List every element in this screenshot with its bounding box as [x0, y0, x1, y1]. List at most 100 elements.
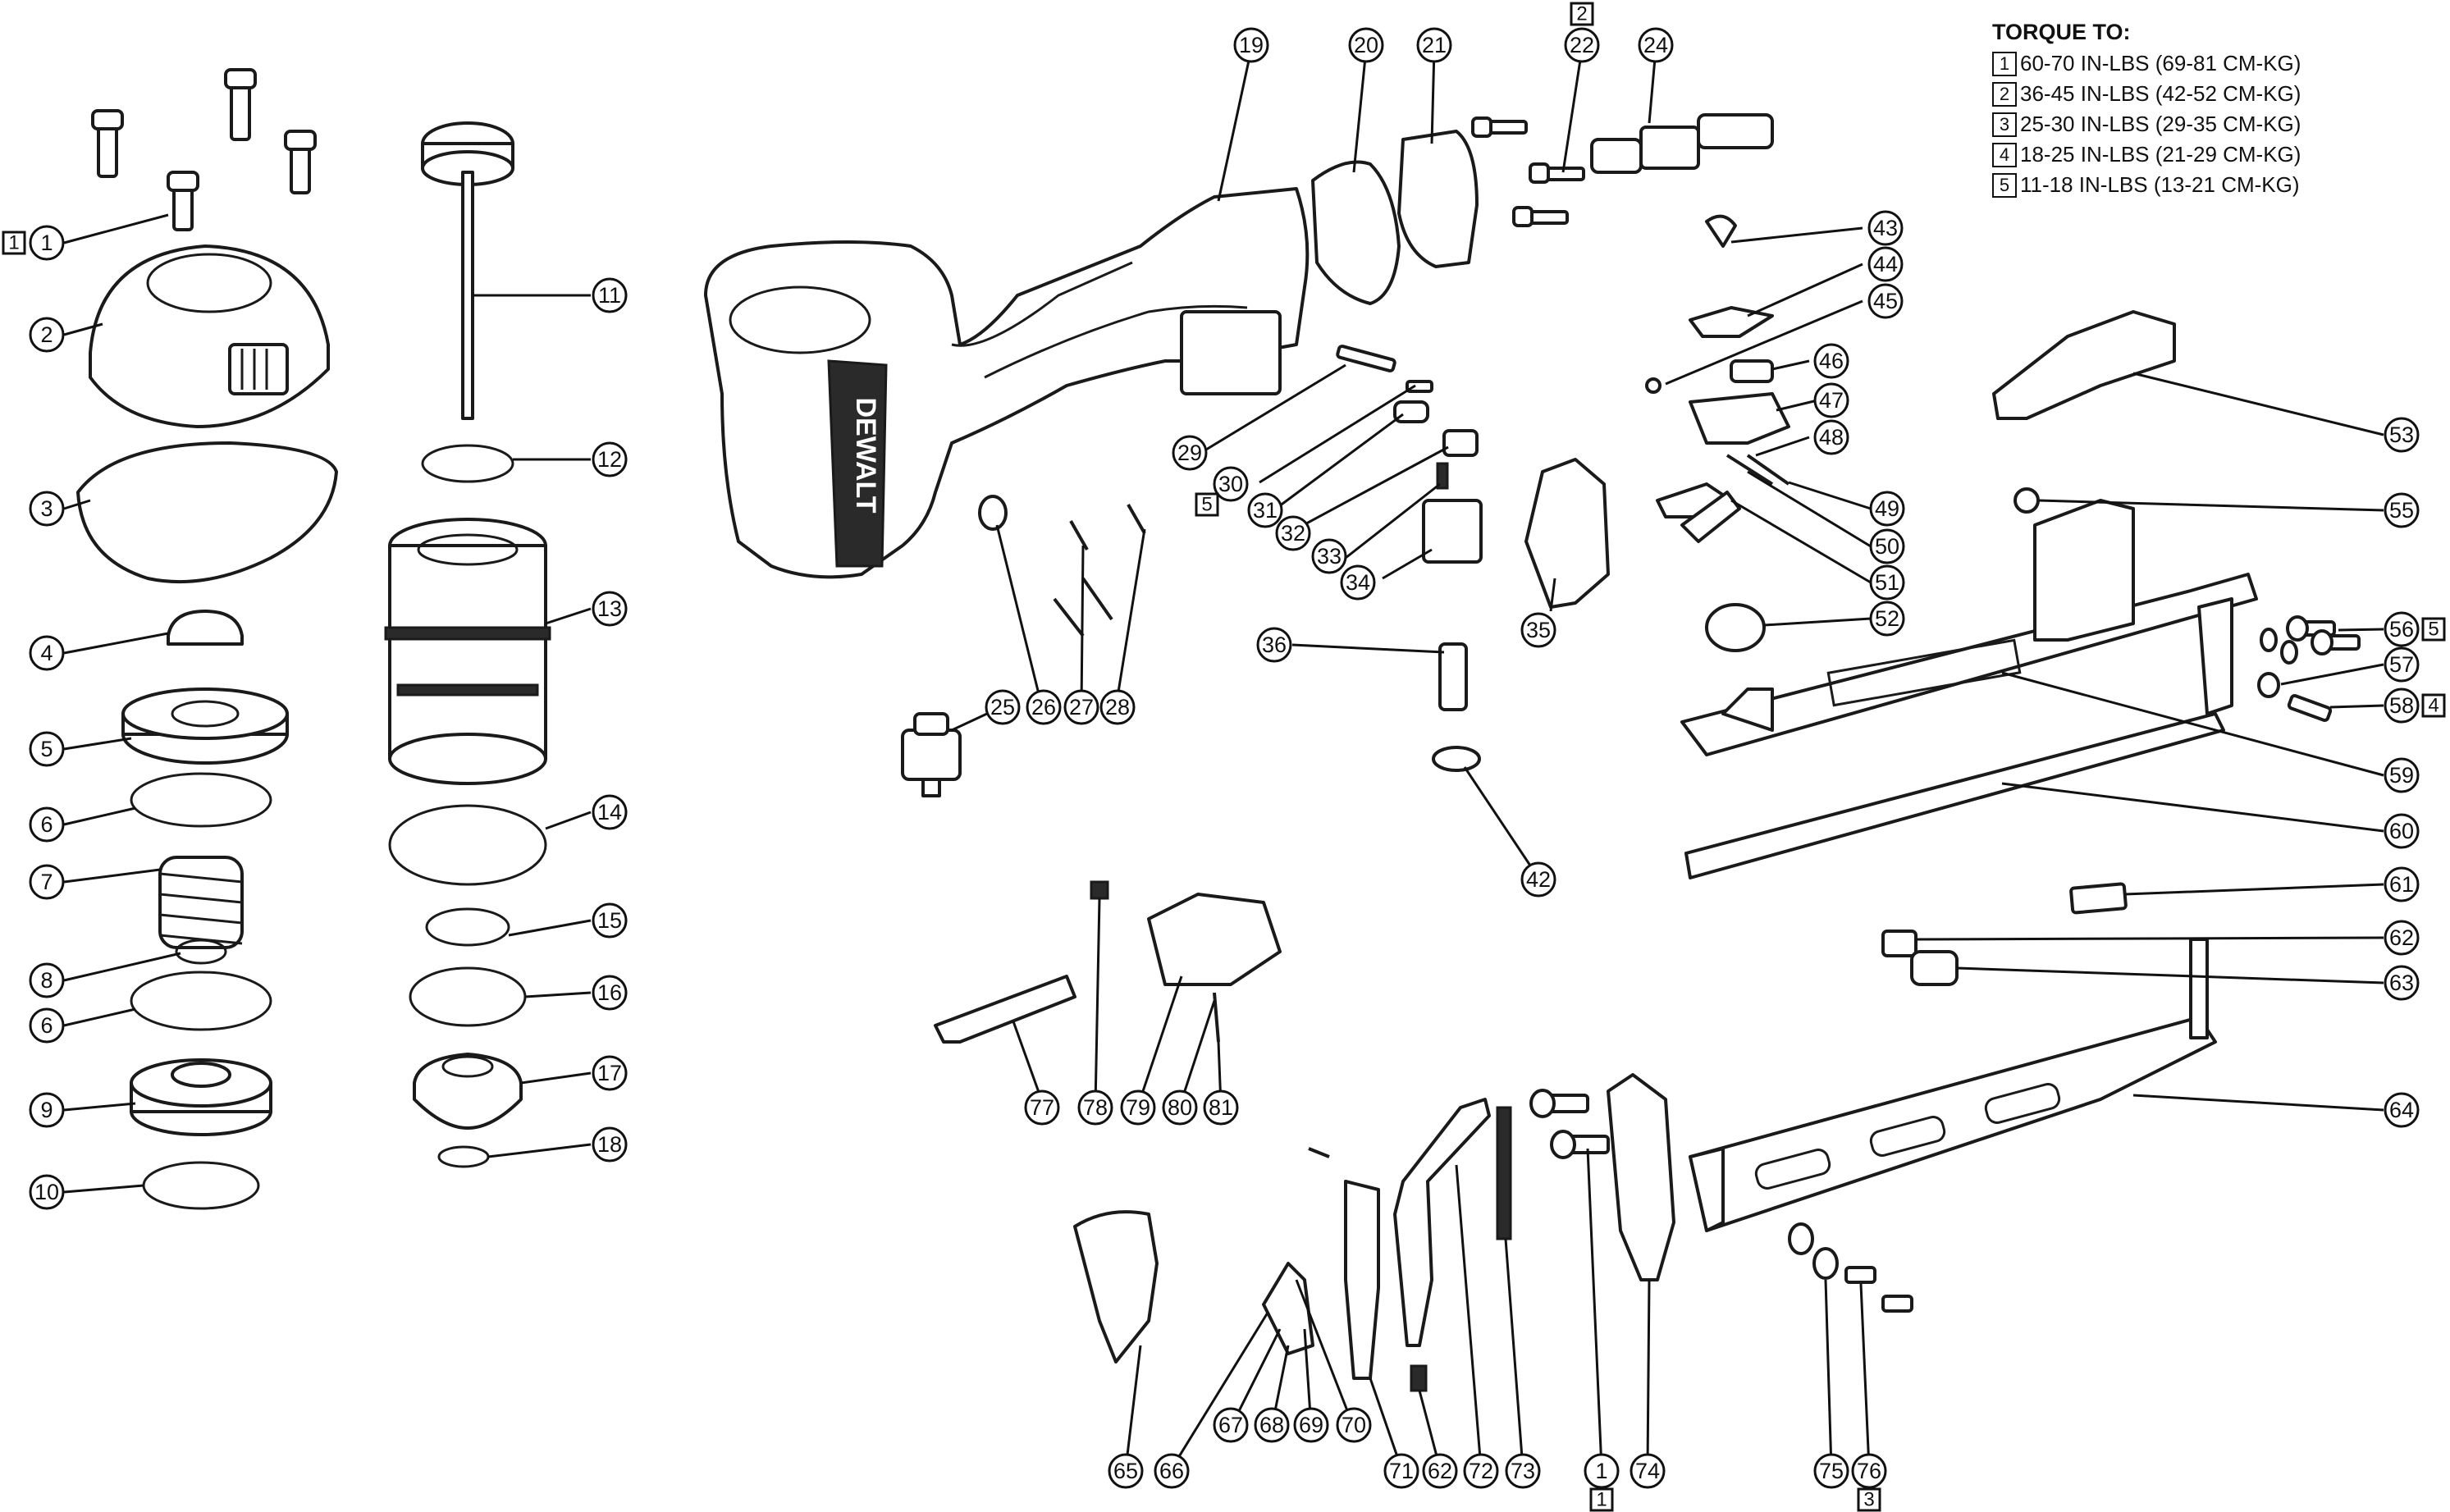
housing-part-19: DEWALT: [704, 187, 1310, 579]
callout-42: 42: [1520, 861, 1556, 898]
svg-text:3: 3: [40, 496, 53, 521]
callout-53: 53: [2384, 417, 2420, 453]
torque-value: 25-30 IN-LBS (29-35 CM-KG): [2020, 112, 2301, 136]
svg-text:63: 63: [2389, 971, 2414, 995]
svg-text:45: 45: [1873, 289, 1898, 313]
callout-14: 14: [592, 794, 628, 830]
svg-text:6: 6: [40, 812, 53, 837]
disc-part-18: [437, 1145, 490, 1168]
svg-text:5: 5: [1201, 494, 1212, 516]
svg-text:79: 79: [1126, 1095, 1150, 1120]
svg-text:19: 19: [1239, 33, 1264, 57]
svg-text:68: 68: [1259, 1413, 1284, 1437]
screws-part-22: [1471, 116, 1585, 227]
torque-mark-58: 4: [2421, 693, 2446, 718]
callout-18: 18: [592, 1126, 628, 1163]
clip-part-62: [1881, 930, 1917, 957]
svg-text:52: 52: [1875, 606, 1899, 631]
svg-text:30: 30: [1218, 472, 1243, 496]
top-cap-part-2: [89, 244, 330, 428]
magazine-part-59: [1680, 499, 2258, 756]
callout-34: 34: [1340, 564, 1376, 601]
valve-part-25: [901, 712, 962, 797]
callout-72: 72: [1463, 1453, 1499, 1489]
svg-text:65: 65: [1113, 1459, 1138, 1483]
callout-35: 35: [1520, 612, 1556, 648]
svg-text:2: 2: [40, 322, 53, 347]
svg-text:81: 81: [1209, 1095, 1233, 1120]
callout-26: 26: [1026, 689, 1062, 725]
svg-text:60: 60: [2389, 819, 2414, 843]
svg-text:48: 48: [1819, 425, 1844, 450]
oring-part-10: [142, 1161, 260, 1210]
bushing-part-75b: [1812, 1247, 1839, 1280]
svg-text:64: 64: [2389, 1098, 2414, 1122]
callout-8: 8: [29, 962, 65, 998]
callout-73: 73: [1505, 1453, 1541, 1489]
svg-text:51: 51: [1875, 570, 1899, 595]
screws-part-1-lower: [1529, 1089, 1610, 1159]
svg-text:10: 10: [34, 1180, 59, 1204]
callout-61: 61: [2384, 866, 2420, 902]
cap-part-4: [167, 610, 244, 646]
callout-4: 4: [29, 635, 65, 671]
callout-20: 20: [1348, 27, 1384, 63]
callout-6: 6: [29, 806, 65, 843]
torque-mark-1: 1: [2, 231, 26, 255]
svg-text:14: 14: [597, 800, 622, 825]
callout-16: 16: [592, 975, 628, 1011]
callout-13: 13: [592, 591, 628, 627]
callout-60: 60: [2384, 813, 2420, 849]
svg-text:73: 73: [1511, 1459, 1535, 1483]
svg-text:53: 53: [2389, 423, 2414, 447]
svg-text:16: 16: [597, 980, 622, 1005]
svg-text:57: 57: [2389, 652, 2414, 677]
svg-text:35: 35: [1526, 618, 1551, 642]
svg-text:28: 28: [1105, 695, 1130, 719]
svg-text:4: 4: [2428, 695, 2439, 717]
callout-29: 29: [1172, 435, 1208, 471]
svg-text:25: 25: [990, 695, 1015, 719]
svg-text:50: 50: [1875, 534, 1899, 559]
callout-31: 31: [1247, 492, 1283, 528]
torque-mark-1b: 1: [1589, 1487, 1614, 1512]
callout-64: 64: [2384, 1092, 2420, 1128]
svg-text:5: 5: [2428, 619, 2439, 641]
svg-text:77: 77: [1030, 1095, 1054, 1120]
callout-75: 75: [1813, 1453, 1849, 1489]
callout-57: 57: [2384, 646, 2420, 683]
callout-52: 52: [1869, 601, 1905, 637]
svg-text:21: 21: [1422, 33, 1447, 57]
block-part-63: [1910, 950, 1959, 986]
callout-12: 12: [592, 441, 628, 477]
callout-10: 10: [29, 1174, 65, 1210]
torque-value: 18-25 IN-LBS (21-29 CM-KG): [2020, 142, 2301, 167]
svg-text:9: 9: [40, 1098, 53, 1122]
svg-text:56: 56: [2389, 617, 2414, 642]
gasket-part-3: [76, 441, 338, 584]
callout-62: 62: [2384, 920, 2420, 956]
svg-text:78: 78: [1083, 1095, 1108, 1120]
callout-55: 55: [2384, 492, 2420, 528]
svg-text:7: 7: [40, 870, 53, 894]
svg-text:62: 62: [1428, 1459, 1452, 1483]
callout-17: 17: [592, 1055, 628, 1091]
brand-logo: DEWALT: [850, 397, 881, 513]
svg-text:31: 31: [1253, 498, 1278, 523]
callout-5: 5: [29, 731, 65, 767]
svg-text:1: 1: [8, 232, 19, 254]
lower-parts-77-81: [934, 880, 1282, 1044]
callout-67: 67: [1213, 1407, 1249, 1443]
part-drawings: DEWALT: [76, 68, 2361, 1392]
torque-mark-76: 3: [1857, 1487, 1881, 1512]
latch-part-53: [1992, 310, 2176, 420]
callout-62b: 62: [1422, 1453, 1458, 1489]
svg-text:69: 69: [1299, 1413, 1323, 1437]
svg-text:72: 72: [1469, 1459, 1493, 1483]
callout-1b: 1: [1584, 1453, 1620, 1489]
callout-49: 49: [1869, 491, 1905, 527]
guard-part-65: [1073, 1210, 1159, 1364]
